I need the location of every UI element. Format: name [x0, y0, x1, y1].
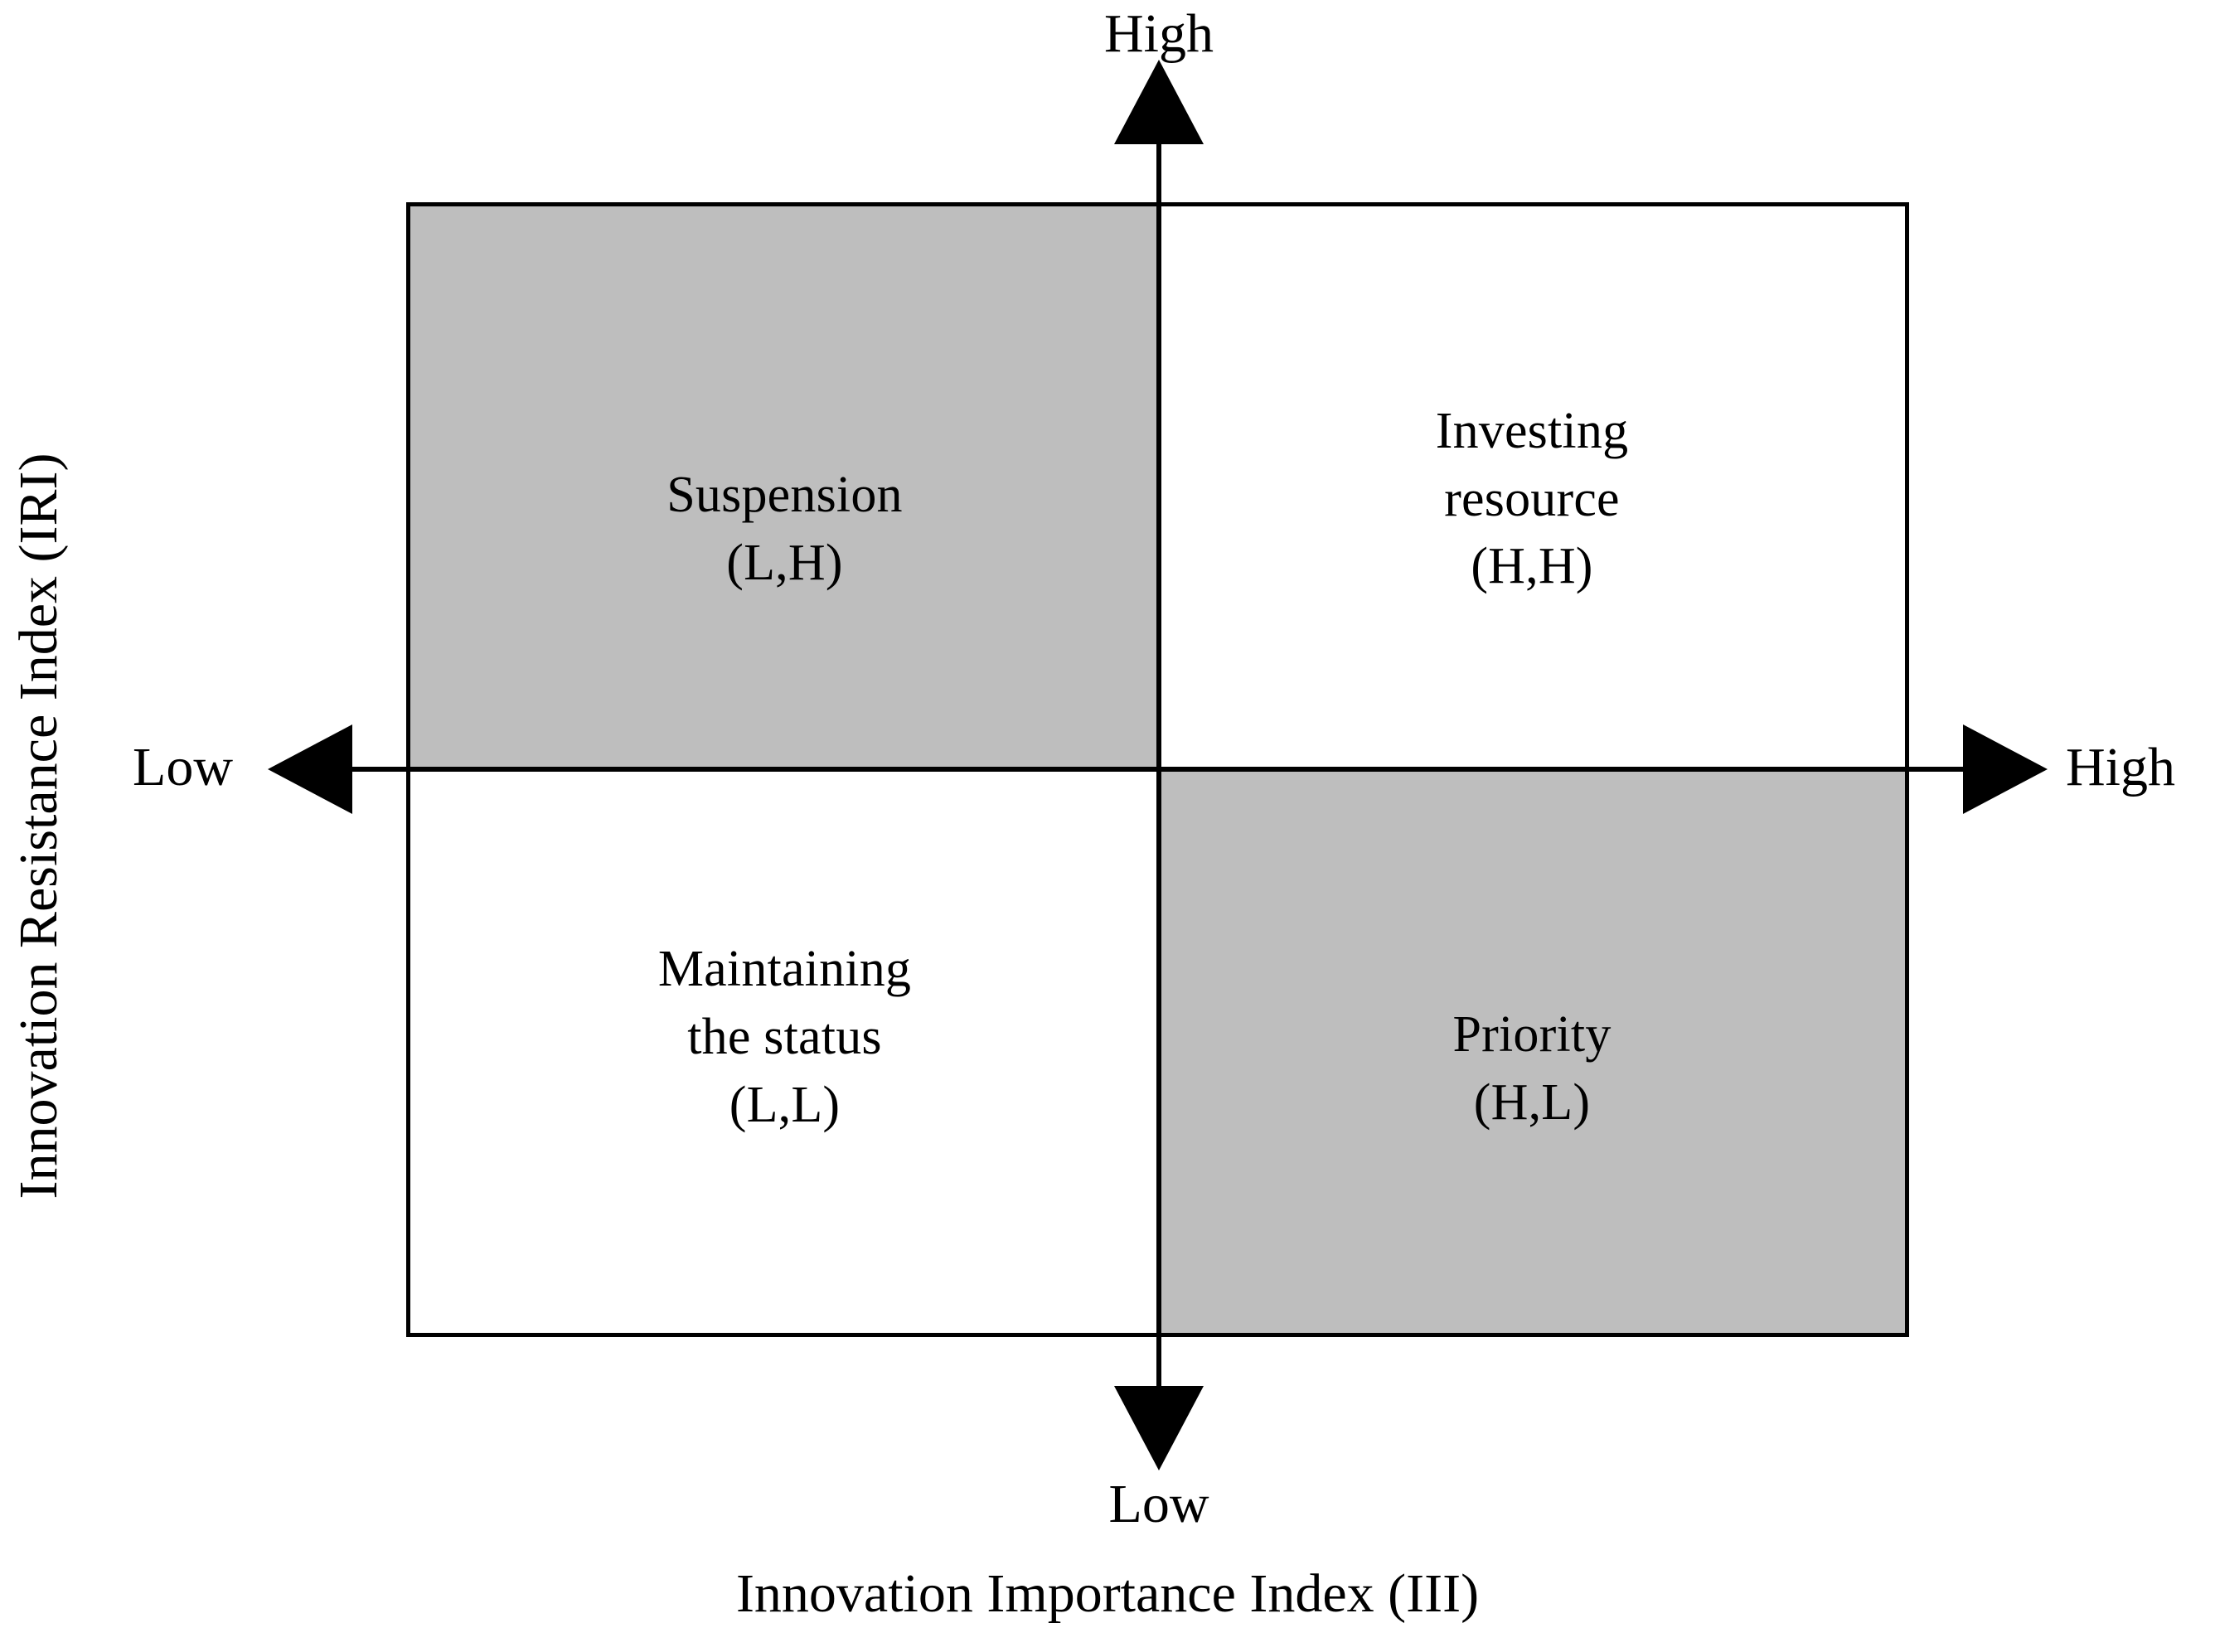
arrow-left-icon	[268, 724, 352, 814]
quadrant-bottom-right-code: (H,L)	[1473, 1074, 1591, 1131]
quadrant-bottom-left-name-line-1: Maintaining	[657, 941, 912, 998]
quadrant-top-right-code: (H,H)	[1471, 538, 1593, 595]
y-axis-title-wrapper: Innovation Resistance Index (IRI)	[0, 0, 83, 1652]
y-axis-title: Innovation Resistance Index (IRI)	[8, 453, 69, 1199]
quadrant-top-right-name-line-1: Investing	[1435, 402, 1629, 459]
quadrant-bottom-right-priority[interactable]: Priority (H,L)	[1159, 769, 1905, 1333]
x-axis-high-label: High	[2066, 737, 2175, 797]
y-axis-high-label: High	[1104, 3, 1214, 64]
quadrant-top-right-label: Investing resource (H,H)	[1436, 398, 1629, 601]
vertical-axis-line	[1156, 90, 1161, 1456]
quadrant-top-left-suspension[interactable]: Suspension (L,H)	[410, 206, 1159, 769]
quadrant-top-right-investing-resource[interactable]: Investing resource (H,H)	[1159, 206, 1905, 769]
y-axis-low-label: Low	[1108, 1474, 1209, 1534]
quadrant-top-left-label: Suspension (L,H)	[666, 462, 902, 598]
quadrant-bottom-left-label: Maintaining the status (L,L)	[658, 936, 911, 1139]
x-axis-low-label: Low	[133, 737, 233, 797]
quadrant-bottom-left-code: (L,L)	[729, 1076, 841, 1133]
quadrant-top-right-name-line-2: resource	[1444, 470, 1620, 527]
quadrant-bottom-left-name-line-2: the status	[687, 1009, 882, 1066]
quadrant-bottom-right-label: Priority (H,L)	[1452, 1001, 1611, 1137]
arrow-up-icon	[1114, 60, 1204, 144]
quadrant-top-left-code: (L,H)	[726, 534, 843, 591]
quadrant-bottom-left-maintaining-the-status[interactable]: Maintaining the status (L,L)	[410, 769, 1159, 1333]
quadrant-top-left-name: Suspension	[666, 466, 903, 523]
quadrant-bottom-right-name: Priority	[1452, 1006, 1612, 1063]
x-axis-title: Innovation Importance Index (III)	[735, 1563, 1480, 1624]
arrow-down-icon	[1114, 1386, 1204, 1470]
arrow-right-icon	[1963, 724, 2048, 814]
